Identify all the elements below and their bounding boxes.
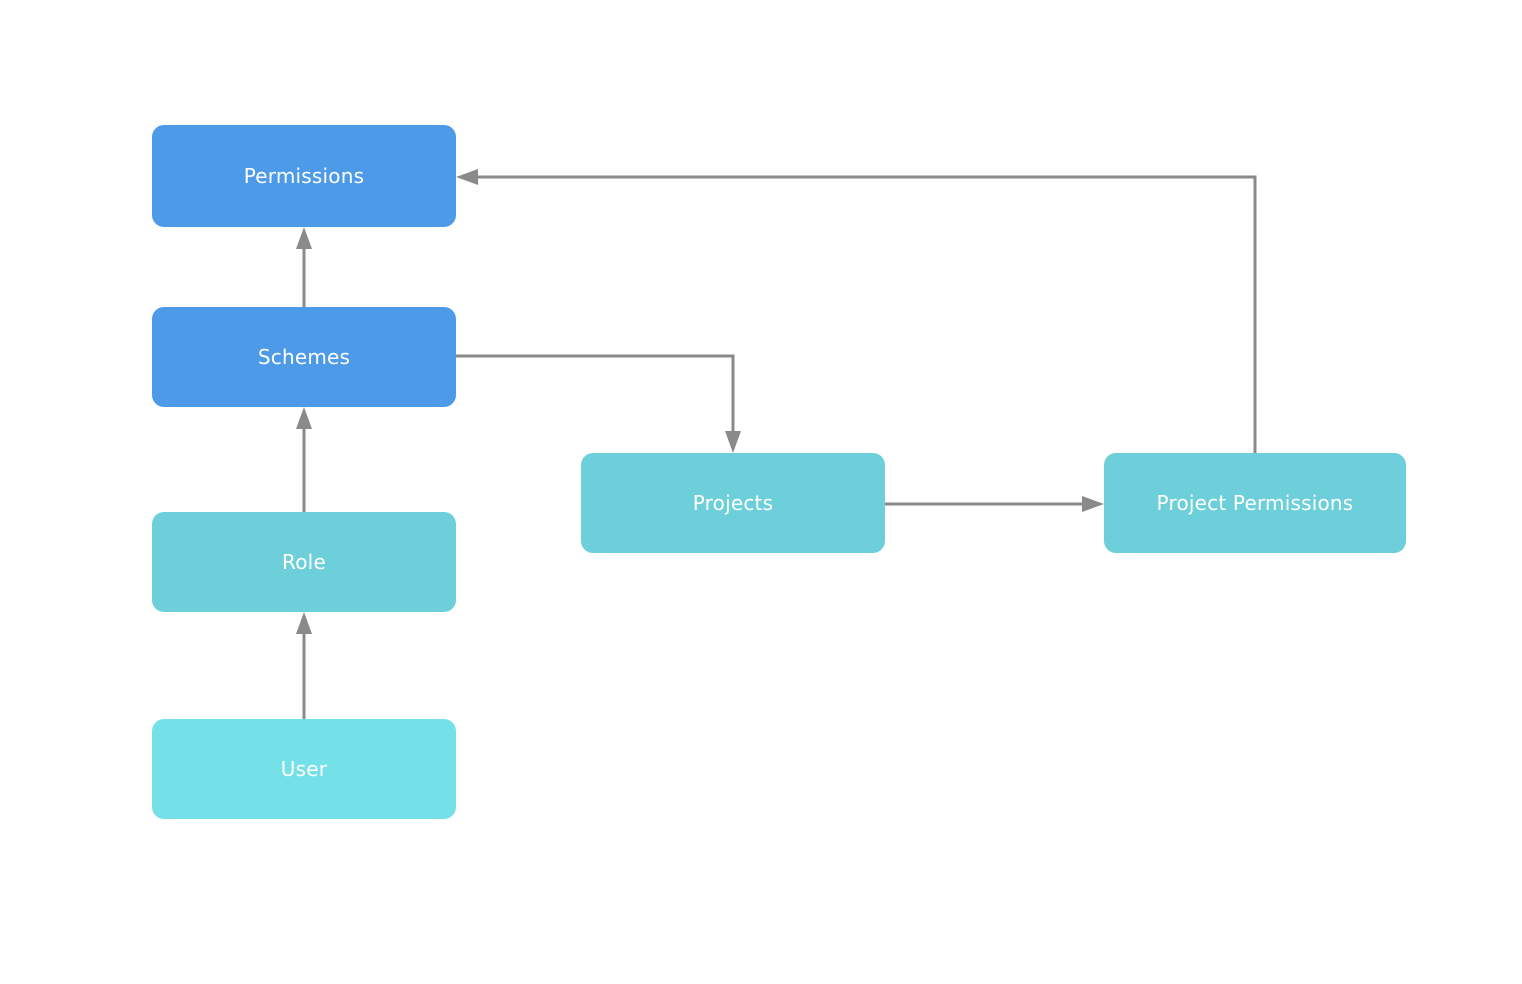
edge-schemes-to-projects	[456, 354, 741, 453]
edge-user-to-role	[296, 612, 312, 719]
node-project-permissions-label: Project Permissions	[1156, 491, 1354, 515]
node-role-label: Role	[282, 550, 326, 574]
edge-project-permissions-to-permissions	[456, 169, 1257, 453]
node-role[interactable]: Role	[152, 512, 456, 612]
node-user-label: User	[280, 757, 328, 781]
edge-schemes-to-permissions	[296, 227, 312, 307]
node-project-permissions[interactable]: Project Permissions	[1104, 453, 1406, 553]
node-permissions-label: Permissions	[243, 164, 365, 188]
node-permissions[interactable]: Permissions	[152, 125, 456, 227]
edge-role-to-schemes	[296, 407, 312, 512]
edge-projects-to-project-permissions	[885, 496, 1104, 512]
node-schemes[interactable]: Schemes	[152, 307, 456, 407]
node-user[interactable]: User	[152, 719, 456, 819]
node-projects[interactable]: Projects	[581, 453, 885, 553]
node-projects-label: Projects	[692, 491, 774, 515]
node-schemes-label: Schemes	[257, 345, 351, 369]
